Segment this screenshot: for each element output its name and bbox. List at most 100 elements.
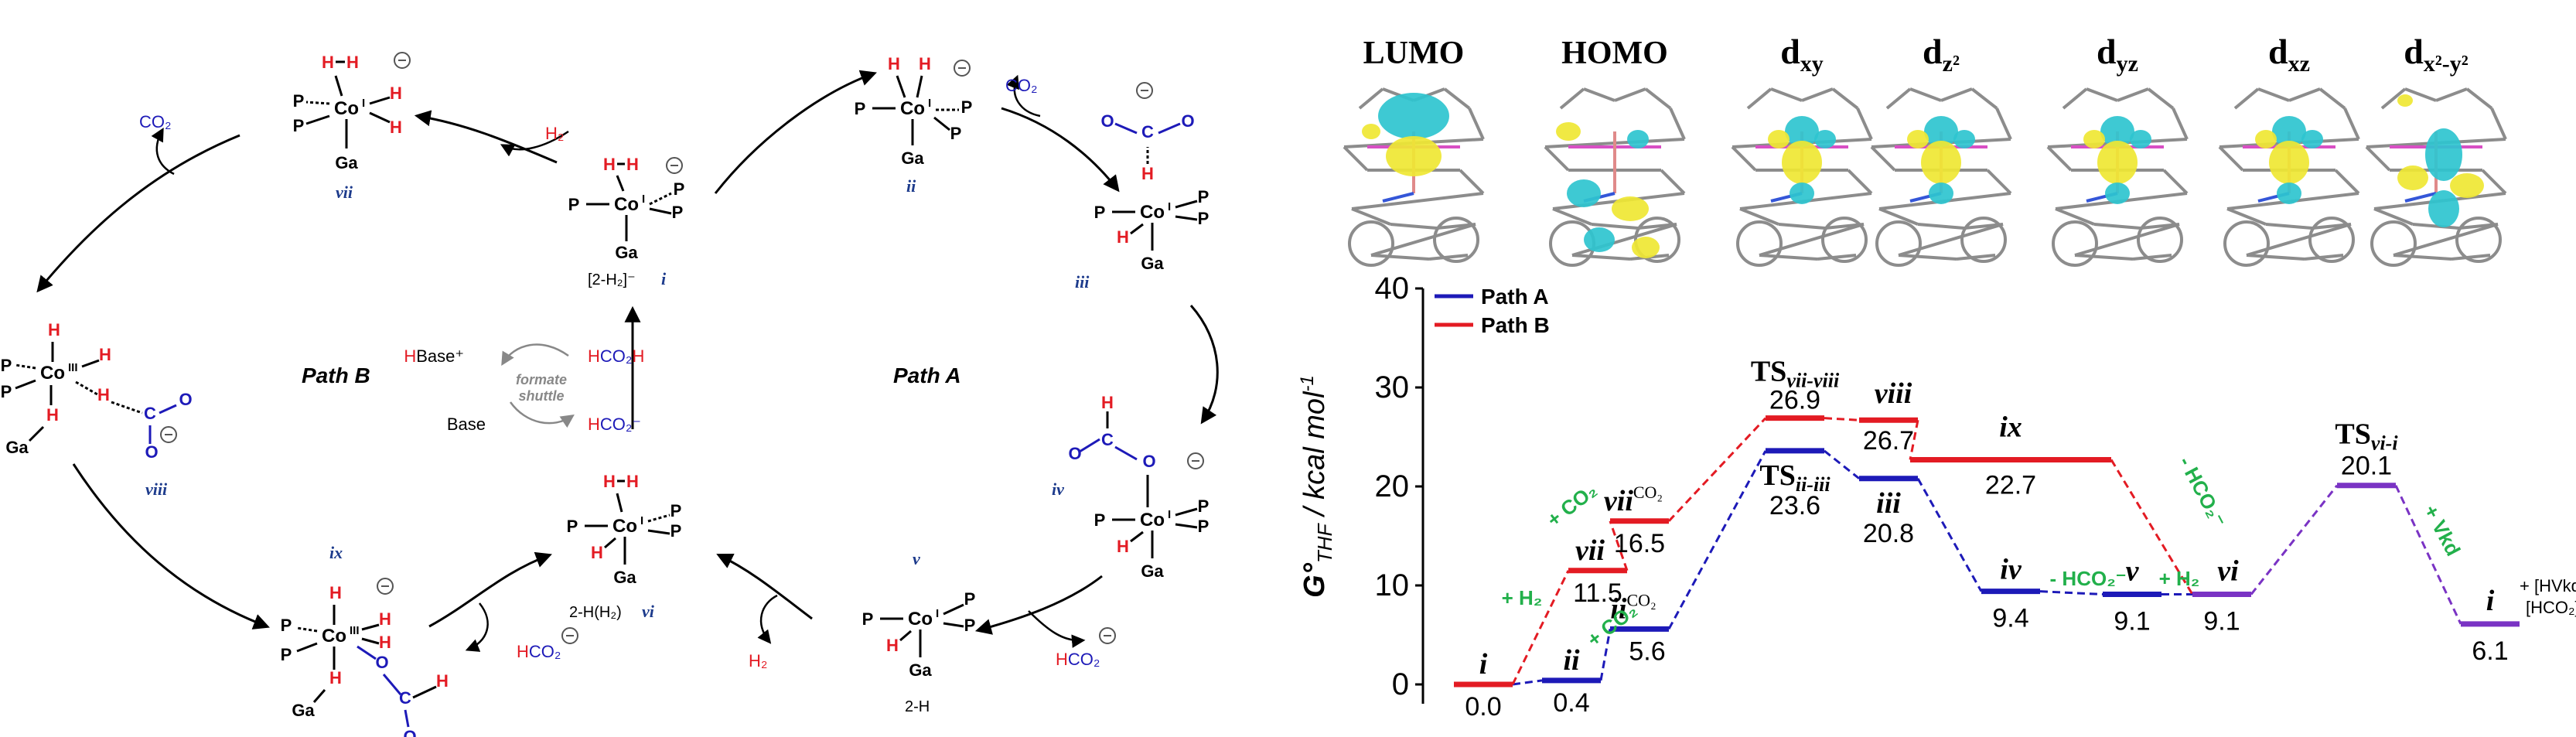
orbital-lobe	[1785, 116, 1819, 147]
orbital-lobe	[2105, 183, 2130, 204]
skeleton-bond	[1544, 145, 1570, 172]
skeleton-bond	[2435, 87, 2468, 102]
bond	[81, 359, 100, 368]
skeleton-ring	[2455, 217, 2502, 263]
skeleton-bond	[1831, 87, 1859, 110]
skeleton-bond	[1390, 223, 1438, 230]
skeleton-bond	[2412, 223, 2460, 230]
shuttle-hco2: HCO₂⁻	[588, 415, 641, 434]
skeleton-bond	[1731, 145, 1757, 172]
skeleton-bond	[1759, 254, 1818, 261]
skeleton-bond	[1459, 169, 1485, 195]
skeleton-bond	[1660, 169, 1686, 195]
species-label: TSvi-i	[2335, 418, 2398, 455]
bond	[616, 493, 623, 513]
connector	[2250, 484, 2339, 595]
bond	[647, 514, 670, 523]
value-label: 0.0	[1465, 692, 1501, 722]
skeleton-bond	[1559, 87, 1585, 110]
atom-p: P	[1094, 510, 1106, 530]
curl-h2-bottom	[757, 594, 778, 644]
orbital-lobe	[1790, 183, 1814, 204]
orbital-lobe	[1632, 237, 1660, 258]
skeleton-bond	[1917, 223, 1965, 230]
connector	[1667, 417, 1767, 522]
species-formula-i: [2-H₂]⁻	[588, 271, 636, 288]
atom-p: P	[674, 179, 685, 199]
atom-h: H	[329, 583, 342, 602]
atom-h: H	[626, 472, 639, 491]
reagent-h2-bottom: H₂	[749, 651, 767, 670]
skeleton-bond	[2334, 169, 2360, 195]
molecule-skeleton-icon	[1343, 87, 1485, 267]
skeleton-bond	[2074, 223, 2180, 257]
oxidation-state: I	[642, 193, 645, 206]
atom-ga: Ga	[335, 153, 358, 172]
skeleton-bond	[2093, 223, 2141, 230]
charge-minus-icon	[377, 578, 394, 595]
atom-h: H	[626, 155, 639, 174]
species-formula-v: 2-H	[905, 698, 930, 715]
bond	[361, 637, 380, 645]
skeleton-bond	[1817, 254, 1857, 261]
curl-hco2-left	[465, 602, 489, 652]
atom-o: O	[1068, 444, 1081, 463]
connector	[1599, 629, 1612, 681]
orbital-lobe	[2100, 116, 2134, 147]
orbital-lobe	[2272, 116, 2306, 147]
oxidation-state: III	[350, 624, 360, 637]
connector	[2110, 459, 2194, 595]
skeleton-bond	[1986, 169, 2012, 195]
atom-c: C	[1141, 122, 1154, 142]
atom-p: P	[1198, 209, 1210, 228]
connector	[1511, 570, 1570, 685]
bond	[1175, 507, 1198, 517]
atom-co: Co	[1140, 510, 1165, 531]
orbital-lobes-icon	[1556, 122, 1660, 258]
skeleton-bond	[2490, 107, 2507, 140]
minus-badge	[561, 627, 578, 644]
atom-h: H	[48, 320, 60, 339]
connector	[1609, 520, 1629, 572]
oxidation-state: I	[640, 514, 643, 527]
atom-h: H	[591, 543, 603, 562]
atom-ga: Ga	[901, 148, 924, 168]
skeleton-bond	[1885, 87, 1912, 110]
connector	[1909, 419, 1919, 460]
value-label: 16.5	[1614, 529, 1665, 558]
skeleton-bond	[1644, 87, 1672, 110]
skeleton-bond	[2117, 87, 2149, 102]
atom-h: H	[379, 609, 391, 629]
atom-ga: Ga	[909, 660, 932, 680]
connector	[2394, 485, 2462, 625]
skeleton-bond	[2218, 145, 2244, 172]
orbital-lobe	[2425, 128, 2462, 181]
bond	[404, 709, 410, 728]
connector	[1916, 478, 1983, 592]
bond	[649, 192, 672, 206]
orbital-lobe	[1768, 130, 1790, 148]
species-label: vi	[2217, 555, 2239, 588]
orbital-label-3: dz²	[1923, 32, 1960, 77]
orbital-lobe	[1921, 141, 1961, 184]
atom-ga: Ga	[5, 438, 29, 457]
atom-p: P	[950, 124, 962, 143]
shuttle-formate: formate	[516, 372, 567, 387]
step-label: + H₂	[2159, 567, 2200, 590]
skeleton-bond	[1847, 169, 1873, 195]
value-label: 26.7	[1863, 426, 1914, 456]
skeleton-bond	[2257, 87, 2290, 102]
species-label: ii	[1563, 644, 1580, 677]
shuttle-bottom-arrow	[509, 401, 575, 428]
skeleton-ring	[2052, 220, 2098, 267]
atom-p: P	[855, 99, 866, 118]
skeleton-bond	[1358, 87, 1384, 110]
bond	[159, 404, 177, 415]
charge-minus-icon	[1136, 82, 1153, 99]
atom-h: H	[1141, 164, 1154, 183]
bond	[412, 685, 437, 699]
final-annotation: + [HVkd]	[2520, 576, 2576, 595]
